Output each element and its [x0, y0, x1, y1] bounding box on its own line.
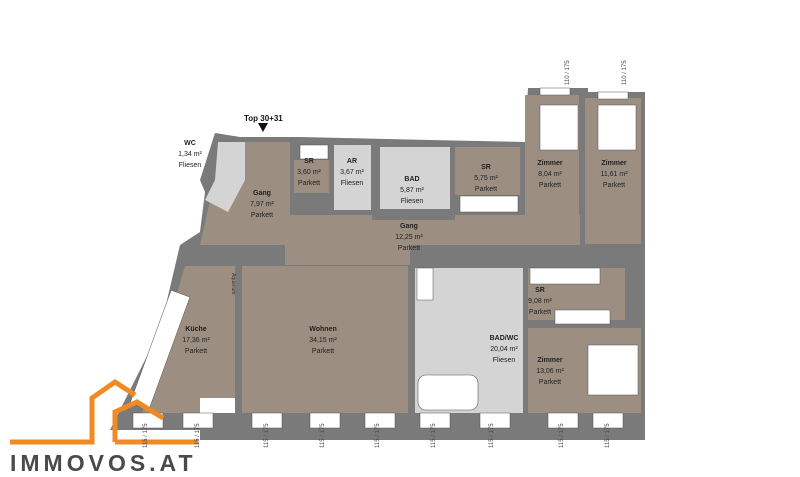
entrance-arrow-icon — [258, 123, 268, 132]
window-dim: 115 / 175 — [320, 423, 326, 448]
window-dim: 110 / 175 — [565, 60, 571, 85]
floor-wohnen — [242, 266, 408, 413]
logo-house-icon — [10, 378, 198, 445]
floor-ar — [334, 145, 371, 210]
wardrobe-4 — [554, 309, 611, 325]
window-dim: 115 / 175 — [264, 423, 270, 448]
window-dim: 115 / 175 — [195, 423, 201, 448]
wardrobe-5 — [416, 267, 434, 301]
entrance-label: Top 30+31 — [244, 114, 283, 123]
bed-1 — [539, 104, 579, 151]
bed-2 — [597, 104, 637, 151]
floor-sr-2 — [455, 147, 520, 195]
floor-wc — [205, 142, 245, 212]
floor-kueche — [142, 266, 235, 413]
aquarium-label: Aquarium — [230, 273, 236, 295]
window-dim: 115 / 175 — [489, 423, 495, 448]
wardrobe-2 — [459, 195, 519, 213]
windows — [132, 87, 629, 429]
floor-sr-1 — [294, 160, 329, 193]
bed-3 — [587, 344, 639, 396]
window-dim: 115 / 175 — [431, 423, 437, 448]
window-dim: 115 / 175 — [375, 423, 381, 448]
wardrobe-3 — [529, 267, 601, 285]
white-box — [200, 398, 235, 413]
brand-logo: IMMOVOS.AT — [10, 450, 197, 476]
floor-gang-1 — [200, 142, 580, 265]
wardrobe-1 — [299, 144, 329, 160]
floor-bad — [380, 147, 450, 209]
window-dim: 110 / 175 — [622, 60, 628, 85]
bathtub — [417, 374, 479, 411]
window-dim: 115 / 175 — [605, 423, 611, 448]
window-dim: 115 / 175 — [559, 423, 565, 448]
window-dim: 115 / 175 — [143, 423, 149, 448]
